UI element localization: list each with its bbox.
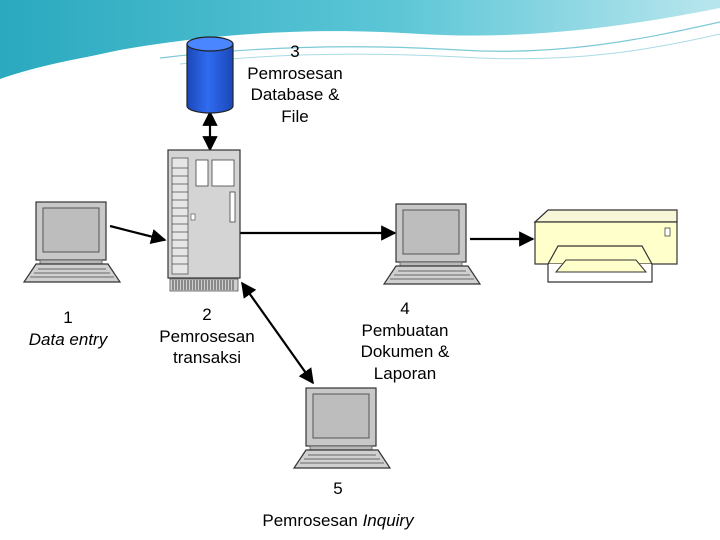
node-3-line2: Database & bbox=[250, 85, 340, 104]
arrow-dataentry-server bbox=[109, 224, 167, 245]
node-5-number: 5 bbox=[318, 478, 358, 500]
node-2-line1: Pemrosesan bbox=[159, 326, 255, 346]
node-4-line2: Dokumen & bbox=[360, 342, 450, 361]
node-3-line1: Pemrosesan bbox=[247, 63, 343, 83]
node-4-line1: Pembuatan bbox=[361, 320, 449, 340]
node-4-number: 4 bbox=[400, 299, 410, 318]
node-3-label: 3 Pemrosesan Database & File bbox=[230, 41, 360, 127]
node-5-number-text: 5 bbox=[333, 479, 343, 498]
computer-terminal-icon bbox=[22, 201, 122, 283]
node-5-text: Pemrosesan Inquiry bbox=[262, 511, 413, 530]
database-cylinder-icon bbox=[186, 36, 234, 114]
arrow-server-inquiry bbox=[241, 281, 314, 385]
node-2-label: 2 Pemrosesan transaksi bbox=[142, 304, 272, 369]
computer-terminal-icon bbox=[292, 387, 392, 469]
node-1-number: 1 bbox=[63, 308, 73, 327]
node-5-italic: Inquiry bbox=[362, 511, 414, 530]
printer-icon bbox=[533, 209, 678, 283]
connectors bbox=[109, 110, 535, 385]
node-2-number: 2 bbox=[202, 305, 212, 324]
node-3-line3: File bbox=[281, 106, 309, 126]
node-2-line2: transaksi bbox=[172, 348, 242, 367]
node-1-text: Data entry bbox=[28, 329, 108, 349]
server-tower-icon bbox=[167, 149, 241, 292]
node-4-line3: Laporan bbox=[373, 363, 437, 383]
node-3-number: 3 bbox=[290, 42, 300, 61]
node-1-label: 1 Data entry bbox=[18, 307, 118, 350]
computer-terminal-icon bbox=[382, 203, 482, 285]
header-banner bbox=[0, 0, 720, 81]
node-4-label: 4 Pembuatan Dokumen & Laporan bbox=[340, 298, 470, 384]
node-5-label: Pemrosesan Inquiry bbox=[228, 510, 448, 532]
node-5-prefix: Pemrosesan bbox=[262, 511, 358, 530]
